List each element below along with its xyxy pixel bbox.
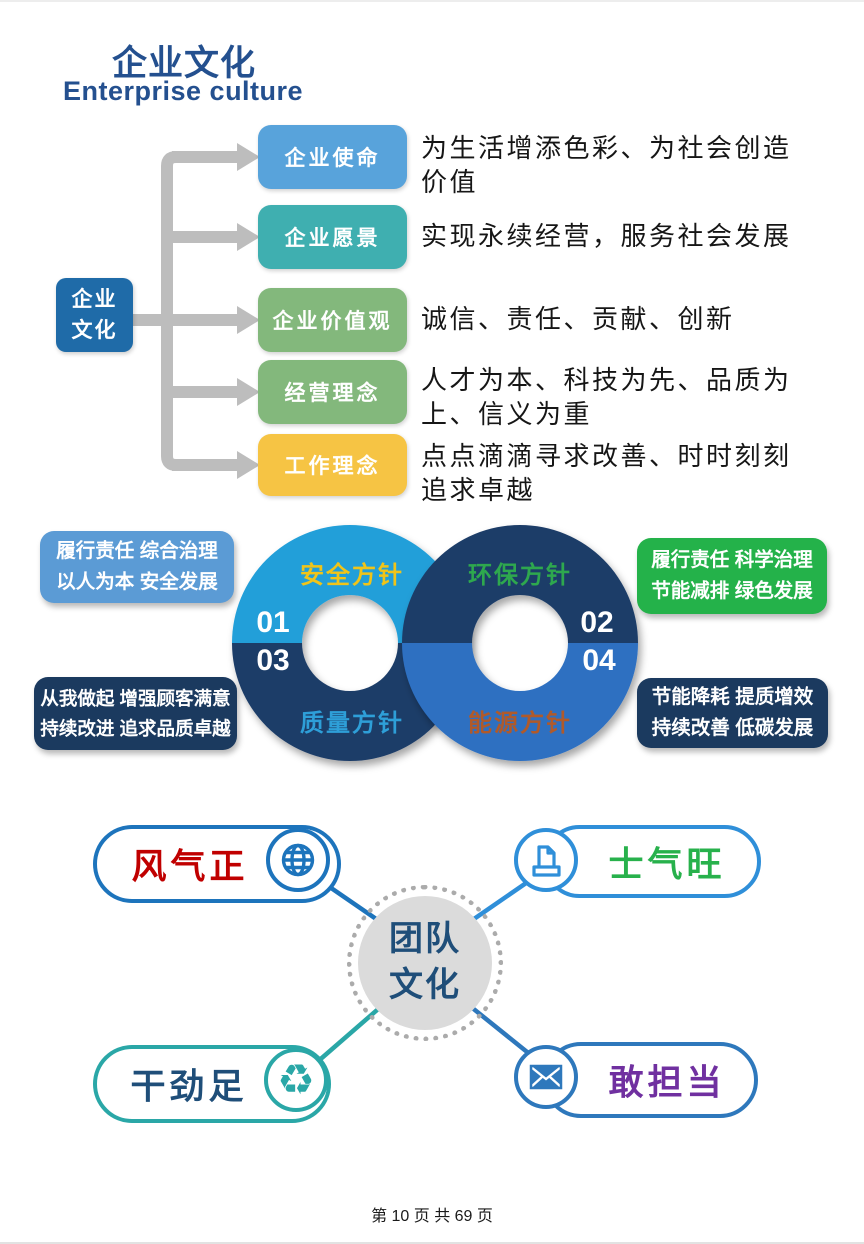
globe-icon	[281, 843, 315, 877]
culture-root-node: 企业 文化	[56, 278, 133, 352]
page-footer: 第 10 页 共 69 页	[371, 1208, 493, 1225]
quality-policy-label: 质量方针	[300, 710, 404, 737]
environment-policy-note: 履行责任 科学治理 节能减排 绿色发展	[637, 538, 827, 614]
root-label-line2: 文化	[71, 319, 118, 342]
energy-policy-number: 04	[582, 644, 616, 677]
quality-policy-number: 03	[256, 644, 290, 677]
page-subtitle: Enterprise culture	[63, 76, 304, 106]
team-center-dotted-ring	[347, 885, 503, 1041]
work-philosophy-description: 点点滴滴寻求改善、时时刻刻追求卓越	[421, 442, 792, 507]
safety-note-line2: 以人为本 安全发展	[56, 571, 218, 593]
connector-arrowheads	[237, 143, 260, 479]
values-description: 诚信、责任、贡献、创新	[421, 305, 735, 335]
quality-note-line2: 持续改进 追求品质卓越	[40, 717, 231, 739]
environment-policy-number: 02	[580, 606, 614, 639]
team-item-daring: 敢担当	[543, 1042, 758, 1118]
energy-policy-note: 节能降耗 提质增效 持续改善 低碳发展	[637, 678, 828, 748]
energy-note-line1: 节能降耗 提质增效	[651, 685, 814, 708]
quality-policy-note: 从我做起 增强顾客满意 持续改进 追求品质卓越	[34, 677, 237, 750]
envelope-icon	[529, 1064, 563, 1090]
printer-icon	[532, 845, 561, 877]
morale-label: 士气旺	[608, 845, 726, 884]
policy-rings-diagram	[232, 525, 638, 761]
team-center-line2: 文化	[389, 966, 461, 1004]
connector-lines	[133, 151, 238, 471]
safety-note-line1: 履行责任 综合治理	[56, 539, 218, 562]
node-business-philosophy: 经营理念	[258, 360, 407, 424]
energy-note-line2: 持续改善 低碳发展	[651, 717, 814, 739]
recycle-icon: ♻	[277, 1055, 315, 1104]
drive-icon-circle: ♻	[264, 1048, 328, 1112]
node-vision: 企业愿景	[258, 205, 407, 269]
quality-note-line1: 从我做起 增强顾客满意	[40, 687, 231, 709]
team-center-line1: 团队	[389, 920, 461, 959]
morale-icon-circle	[514, 828, 578, 892]
mission-description: 为生活增添色彩、为社会创造价值	[421, 134, 792, 199]
wind-label: 风气正	[131, 847, 249, 887]
ring-right-top-segment	[402, 525, 638, 643]
business-philosophy-description: 人才为本、科技为先、品质为上、信义为重	[421, 366, 792, 431]
node-values: 企业价值观	[258, 288, 407, 352]
drive-label: 干劲足	[130, 1067, 248, 1107]
safety-policy-label: 安全方针	[300, 562, 404, 589]
environment-policy-label: 环保方针	[468, 562, 572, 589]
team-center-circle: 团队 文化	[358, 896, 492, 1030]
daring-label: 敢担当	[608, 1063, 726, 1103]
culture-map-connectors	[133, 143, 260, 479]
node-mission: 企业使命	[258, 125, 407, 189]
environment-note-line2: 节能减排 绿色发展	[651, 580, 813, 602]
page-title: 企业文化	[112, 44, 257, 83]
energy-policy-label: 能源方针	[468, 710, 572, 737]
node-work-philosophy: 工作理念	[258, 434, 407, 496]
vision-description: 实现永续经营，服务社会发展	[421, 222, 792, 252]
ring-right	[402, 525, 638, 761]
wind-icon-circle	[266, 828, 330, 892]
ring-right-bottom-segment	[402, 643, 638, 761]
safety-policy-note: 履行责任 综合治理 以人为本 安全发展	[40, 531, 234, 603]
root-label-line1: 企业	[71, 287, 118, 311]
environment-note-line1: 履行责任 科学治理	[651, 548, 813, 571]
daring-icon-circle	[514, 1045, 578, 1109]
safety-policy-number: 01	[256, 606, 290, 639]
